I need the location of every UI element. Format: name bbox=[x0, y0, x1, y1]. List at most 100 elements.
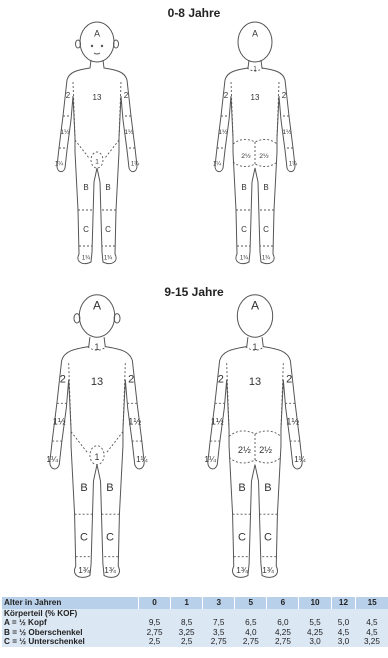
region-label-hand-l: 1¼ bbox=[204, 454, 217, 464]
region-label-leg-r: C bbox=[263, 225, 269, 234]
groin-line-left bbox=[71, 432, 88, 453]
region-label-upper-arm-r: 2 bbox=[128, 374, 134, 386]
region-label-head: A bbox=[252, 28, 258, 38]
value-cell: 2,75 bbox=[139, 628, 171, 637]
row-label-c: C = ½ Unterschenkel bbox=[2, 637, 139, 646]
value-cell: 9,5 bbox=[139, 618, 171, 627]
age-header-cell: 0 bbox=[139, 597, 171, 609]
region-label-forearm-l: 1½ bbox=[218, 128, 228, 136]
region-label-upper-arm-l: 2 bbox=[224, 91, 229, 100]
value-cell: 2,75 bbox=[203, 637, 235, 646]
region-label-thigh-r: B bbox=[106, 482, 113, 494]
value-cell: 2,75 bbox=[235, 637, 267, 646]
region-label-trunk: 13 bbox=[91, 376, 103, 388]
value-cell: 4,5 bbox=[356, 618, 388, 627]
age-header-row: Alter in Jahren 0 1 3 5 6 10 12 15 bbox=[2, 597, 388, 609]
region-label-upper-arm-l: 2 bbox=[66, 91, 71, 100]
age-header-label: Alter in Jahren bbox=[2, 597, 139, 609]
age-header-cell: 5 bbox=[235, 597, 267, 609]
value-cell: 4,25 bbox=[299, 628, 331, 637]
region-label-trunk: 13 bbox=[251, 93, 260, 102]
age-header-cell: 3 bbox=[203, 597, 235, 609]
groin-line-right bbox=[106, 432, 123, 453]
region-label-hand-r: 1¼ bbox=[294, 454, 307, 464]
region-label-thigh-l: B bbox=[80, 482, 87, 494]
value-cell: 2,75 bbox=[267, 637, 299, 646]
eye-right bbox=[101, 45, 103, 47]
eye-left bbox=[91, 45, 93, 47]
groin-line-left bbox=[75, 140, 89, 158]
region-label-thigh-l: B bbox=[238, 482, 245, 494]
region-label-thigh-r: B bbox=[264, 482, 271, 494]
row-label-b: B = ½ Oberschenkel bbox=[2, 628, 139, 637]
region-label-trunk: 13 bbox=[249, 376, 261, 388]
region-label-hand-r: 1¼ bbox=[131, 162, 140, 168]
region-label-head: A bbox=[93, 299, 102, 313]
region-label-head: A bbox=[251, 299, 260, 313]
region-label-upper-arm-r: 2 bbox=[282, 91, 287, 100]
region-label-buttock-l: 2½ bbox=[238, 445, 251, 455]
region-label-foot-r: 1¾ bbox=[104, 565, 117, 575]
body-surface-table: Alter in Jahren 0 1 3 5 6 10 12 15 Körpe… bbox=[2, 597, 388, 647]
row-label-a: A = ½ Kopf bbox=[2, 618, 139, 627]
region-label-trunk: 13 bbox=[93, 93, 102, 102]
body-figure-child-front: A13221½1½1¼1¼1BBCC1¾1¾ bbox=[55, 22, 140, 264]
age-header-cell: 6 bbox=[267, 597, 299, 609]
value-cell: 5,5 bbox=[299, 618, 331, 627]
region-label-leg-l: C bbox=[83, 225, 89, 234]
region-label-leg-l: C bbox=[241, 225, 247, 234]
region-label-foot-l: 1¾ bbox=[82, 256, 91, 262]
region-label-foot-l: 1¾ bbox=[78, 565, 91, 575]
region-label-hand-r: 1¼ bbox=[289, 162, 298, 168]
region-label-forearm-l: 1½ bbox=[60, 128, 70, 136]
region-label-forearm-r: 1½ bbox=[128, 417, 141, 427]
value-cell: 6,0 bbox=[267, 618, 299, 627]
value-cell: 5,0 bbox=[331, 618, 356, 627]
value-cell: 2,5 bbox=[139, 637, 171, 646]
region-label-neck: 1 bbox=[253, 342, 258, 352]
value-cell: 3,25 bbox=[356, 637, 388, 646]
region-label-neck: 1 bbox=[95, 342, 100, 352]
body-figure-child-back: A113221½1½1¼1¼2½2½BBCC1¾1¾ bbox=[213, 22, 298, 264]
region-label-forearm-l: 1½ bbox=[211, 417, 224, 427]
mouth bbox=[94, 53, 100, 54]
region-label-hand-l: 1¼ bbox=[46, 454, 59, 464]
region-label-thigh-l: B bbox=[83, 183, 88, 192]
region-label-leg-r: C bbox=[264, 532, 272, 544]
region-label-upper-arm-r: 2 bbox=[124, 91, 129, 100]
value-cell: 3,5 bbox=[203, 628, 235, 637]
region-label-hand-l: 1¼ bbox=[213, 162, 222, 168]
region-label-buttock-r: 2½ bbox=[259, 445, 272, 455]
region-label-forearm-r: 1½ bbox=[282, 128, 292, 136]
region-label-thigh-r: B bbox=[263, 183, 268, 192]
region-label-buttock-r: 2½ bbox=[259, 152, 269, 160]
region-label-head: A bbox=[94, 28, 100, 38]
value-cell: 3,0 bbox=[299, 637, 331, 646]
age-header-cell: 1 bbox=[171, 597, 203, 609]
table-row-b: B = ½ Oberschenkel 2,75 3,25 3,5 4,0 4,2… bbox=[2, 628, 388, 637]
value-cell: 4,0 bbox=[235, 628, 267, 637]
age-header-cell: 12 bbox=[331, 597, 356, 609]
region-label-hand-r: 1¼ bbox=[136, 454, 149, 464]
region-label-forearm-r: 1½ bbox=[124, 128, 134, 136]
region-label-leg-l: C bbox=[238, 532, 246, 544]
value-cell: 4,5 bbox=[331, 628, 356, 637]
region-label-thigh-r: B bbox=[105, 183, 110, 192]
region-label-foot-l: 1¾ bbox=[240, 256, 249, 262]
region-label-leg-r: C bbox=[105, 225, 111, 234]
region-label-upper-arm-l: 2 bbox=[218, 374, 224, 386]
region-label-forearm-l: 1½ bbox=[53, 417, 66, 427]
region-label-neck: 1 bbox=[253, 66, 257, 73]
region-label-thigh-l: B bbox=[241, 183, 246, 192]
table-row-a: A = ½ Kopf 9,5 8,5 7,5 6,5 6,0 5,5 5,0 4… bbox=[2, 618, 388, 627]
value-cell: 8,5 bbox=[171, 618, 203, 627]
region-label-leg-r: C bbox=[106, 532, 114, 544]
region-label-genital: 1 bbox=[95, 452, 100, 462]
region-label-leg-l: C bbox=[80, 532, 88, 544]
value-cell: 4,25 bbox=[267, 628, 299, 637]
value-cell: 3,0 bbox=[331, 637, 356, 646]
region-label-foot-r: 1¾ bbox=[104, 256, 113, 262]
